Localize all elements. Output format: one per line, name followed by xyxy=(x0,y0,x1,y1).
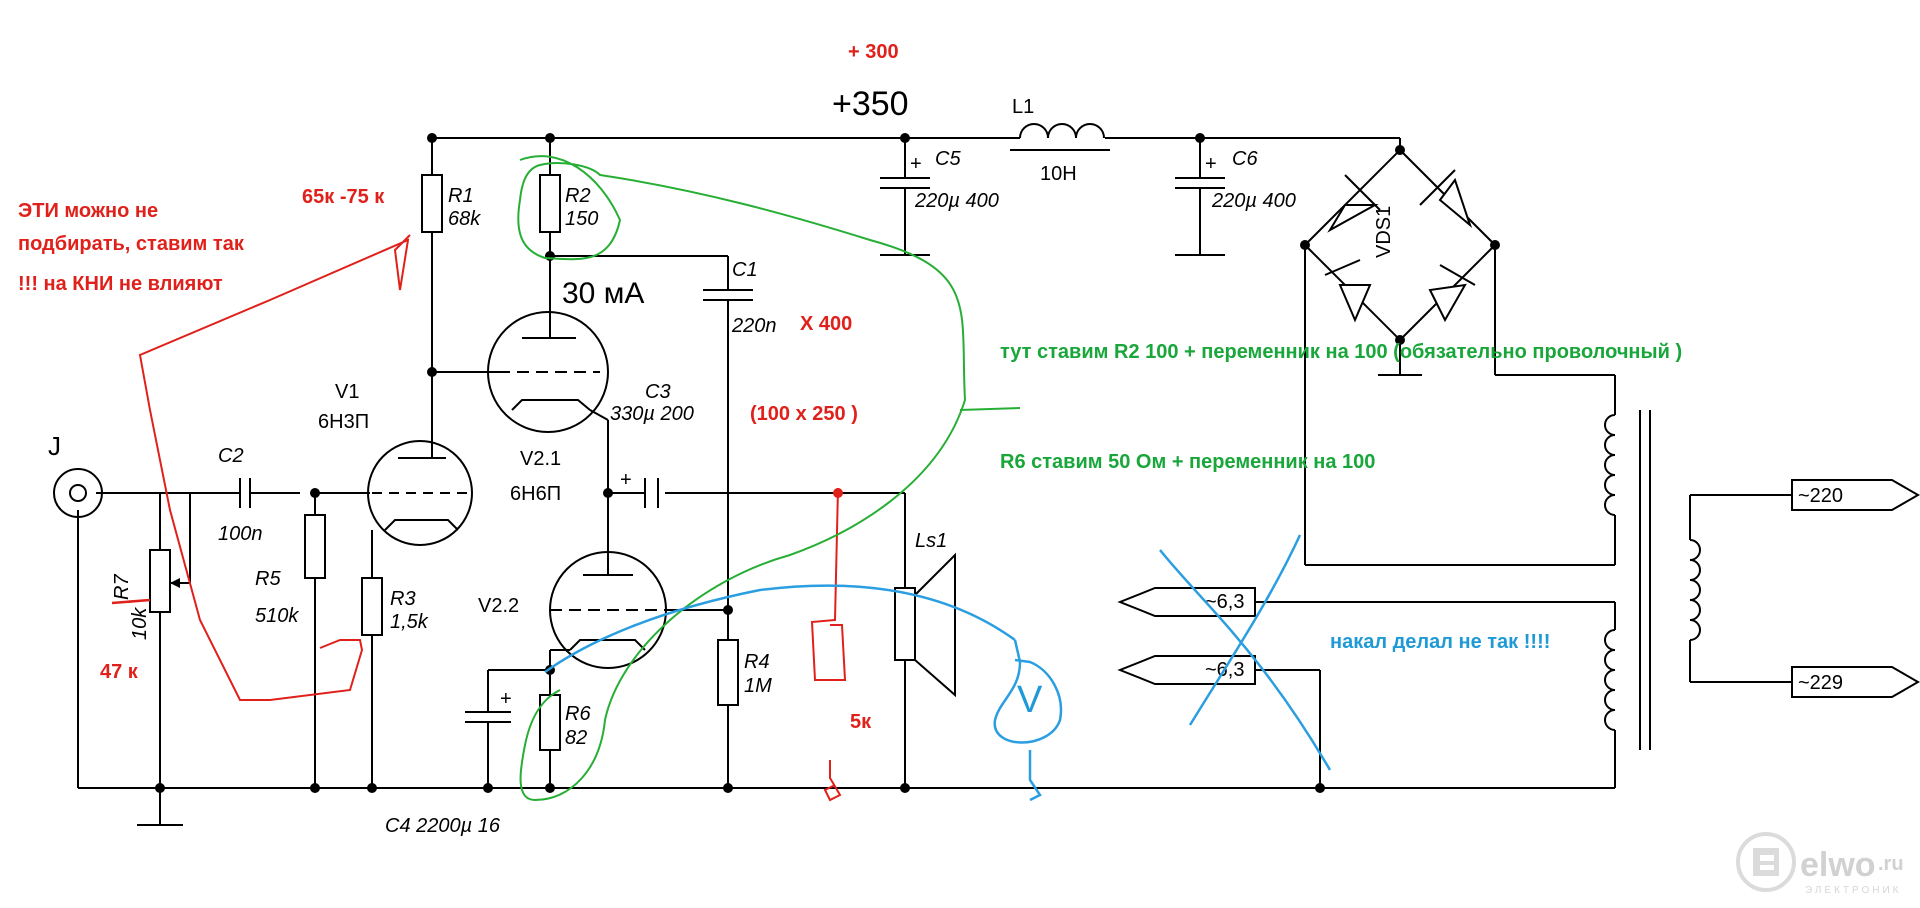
svg-text:L1: L1 xyxy=(1012,96,1034,118)
tube-v2-1: V2.1 6Н6П xyxy=(487,311,609,505)
svg-text:C2: C2 xyxy=(218,445,244,467)
svg-text:J: J xyxy=(48,431,61,461)
red-annotations: ЭТИ можно не подбирать, ставим так !!! н… xyxy=(18,186,872,802)
svg-text:330µ 200: 330µ 200 xyxy=(610,403,694,425)
svg-text:47 к: 47 к xyxy=(100,661,139,683)
svg-text:220n: 220n xyxy=(731,315,777,337)
svg-text:6Н6П: 6Н6П xyxy=(510,483,561,505)
svg-text:!!! на КНИ не влияют: !!! на КНИ не влияют xyxy=(18,273,223,295)
svg-text:elwo: elwo xyxy=(1800,846,1876,884)
resistor-r3: R3 1,5k xyxy=(361,577,429,636)
capacitor-c5: + C5 220µ 400 xyxy=(880,148,999,212)
capacitor-c6: + C6 220µ 400 xyxy=(1175,148,1296,212)
supply-voltage-alt: + 300 xyxy=(848,41,899,63)
supply-voltage-label: +350 xyxy=(832,85,909,123)
svg-text:VDS1: VDS1 xyxy=(1373,206,1395,258)
capacitor-c1: C1 220n xyxy=(703,259,777,337)
svg-text:V2.2: V2.2 xyxy=(478,595,519,617)
resistor-r5: R5 510k xyxy=(255,514,326,627)
svg-text:6Н3П: 6Н3П xyxy=(318,411,369,433)
svg-text:Ls1: Ls1 xyxy=(915,530,947,552)
resistor-r1: R1 68k xyxy=(421,174,481,233)
tube-v2-2: V2.2 xyxy=(478,551,667,669)
resistor-r4: R4 1M xyxy=(717,639,772,706)
inductor-l1: L1 10H xyxy=(1010,96,1110,185)
svg-text:(100 x 250 ): (100 x 250 ) xyxy=(750,403,858,425)
svg-text:65к -75 к: 65к -75 к xyxy=(302,186,385,208)
heater-terminal-2: ~6,3 xyxy=(1117,655,1256,685)
svg-text:150: 150 xyxy=(565,208,598,230)
capacitor-c3: + C3 330µ 200 xyxy=(610,381,694,508)
svg-text:R6: R6 xyxy=(565,703,591,725)
svg-text:R2: R2 xyxy=(565,185,591,207)
svg-text:R5: R5 xyxy=(255,568,281,590)
capacitor-c2: C2 100n xyxy=(218,445,263,545)
svg-text:68k: 68k xyxy=(448,208,481,230)
diode-bridge-vds1: VDS1 xyxy=(1324,169,1476,323)
svg-text:накал делал не так !!!!: накал делал не так !!!! xyxy=(1330,631,1550,653)
svg-text:ЭЛЕКТРОНИК: ЭЛЕКТРОНИК xyxy=(1805,885,1901,896)
svg-text:подбирать, ставим так: подбирать, ставим так xyxy=(18,233,245,255)
svg-text:ЭТИ можно не: ЭТИ можно не xyxy=(18,200,158,222)
svg-text:C6: C6 xyxy=(1232,148,1258,170)
junction-dots xyxy=(155,133,1500,793)
svg-text:10H: 10H xyxy=(1040,163,1077,185)
watermark-logo: elwo .ru ЭЛЕКТРОНИК xyxy=(1736,832,1904,896)
svg-text:R7: R7 xyxy=(111,574,133,600)
svg-text:5к: 5к xyxy=(850,711,872,733)
transformer xyxy=(1604,375,1701,750)
svg-text:220µ 400: 220µ 400 xyxy=(914,190,999,212)
svg-text:+: + xyxy=(1205,153,1217,175)
capacitor-c4: + C4 2200µ 16 xyxy=(385,688,512,837)
svg-text:~229: ~229 xyxy=(1798,672,1843,694)
svg-text:X 400: X 400 xyxy=(800,313,852,335)
mains-terminal-229: ~229 xyxy=(1791,666,1920,698)
svg-text:V2.1: V2.1 xyxy=(520,448,561,470)
svg-text:~6,3: ~6,3 xyxy=(1205,591,1244,613)
wiring xyxy=(77,137,1792,826)
mains-terminal-220: ~220 xyxy=(1791,479,1920,511)
svg-text:1M: 1M xyxy=(744,675,772,697)
svg-text:82: 82 xyxy=(565,727,587,749)
resistor-r2: R2 150 xyxy=(539,174,598,233)
svg-text:220µ 400: 220µ 400 xyxy=(1211,190,1296,212)
svg-text:510k: 510k xyxy=(255,605,299,627)
svg-text:100n: 100n xyxy=(218,523,263,545)
svg-text:+: + xyxy=(620,469,632,491)
blue-annotations: накал делал не так !!!! V xyxy=(544,534,1550,802)
green-annotations: тут ставим R2 100 + переменник на 100 (о… xyxy=(517,155,1682,802)
resistor-r6: R6 82 xyxy=(539,694,591,751)
svg-text:V: V xyxy=(1017,679,1043,721)
svg-text:R1: R1 xyxy=(448,185,474,207)
input-jack: J xyxy=(48,431,103,518)
svg-text:+: + xyxy=(910,153,922,175)
svg-text:+: + xyxy=(500,688,512,710)
speaker-ls1: Ls1 xyxy=(894,530,956,698)
potentiometer-r7: R7 10k xyxy=(111,493,191,640)
svg-text:R4: R4 xyxy=(744,651,770,673)
svg-text:.ru: .ru xyxy=(1878,853,1904,875)
svg-text:10k: 10k xyxy=(129,607,151,640)
svg-text:V1: V1 xyxy=(335,381,359,403)
svg-text:C5: C5 xyxy=(935,148,961,170)
svg-text:R6 ставим 50 Ом + переменник н: R6 ставим 50 Ом + переменник на 100 xyxy=(1000,451,1375,473)
svg-text:C3: C3 xyxy=(645,381,671,403)
svg-text:C1: C1 xyxy=(732,259,758,281)
svg-text:1,5k: 1,5k xyxy=(390,611,429,633)
svg-text:R3: R3 xyxy=(390,588,416,610)
svg-text:тут ставим R2 100 + переменник: тут ставим R2 100 + переменник на 100 (о… xyxy=(1000,341,1682,363)
svg-text:~220: ~220 xyxy=(1798,485,1843,507)
tube-v1: V1 6Н3П xyxy=(318,381,473,546)
heater-terminal-1: ~6,3 xyxy=(1117,587,1256,617)
current-label: 30 мА xyxy=(562,277,644,310)
svg-text:C4 2200µ 16: C4 2200µ 16 xyxy=(385,815,501,837)
